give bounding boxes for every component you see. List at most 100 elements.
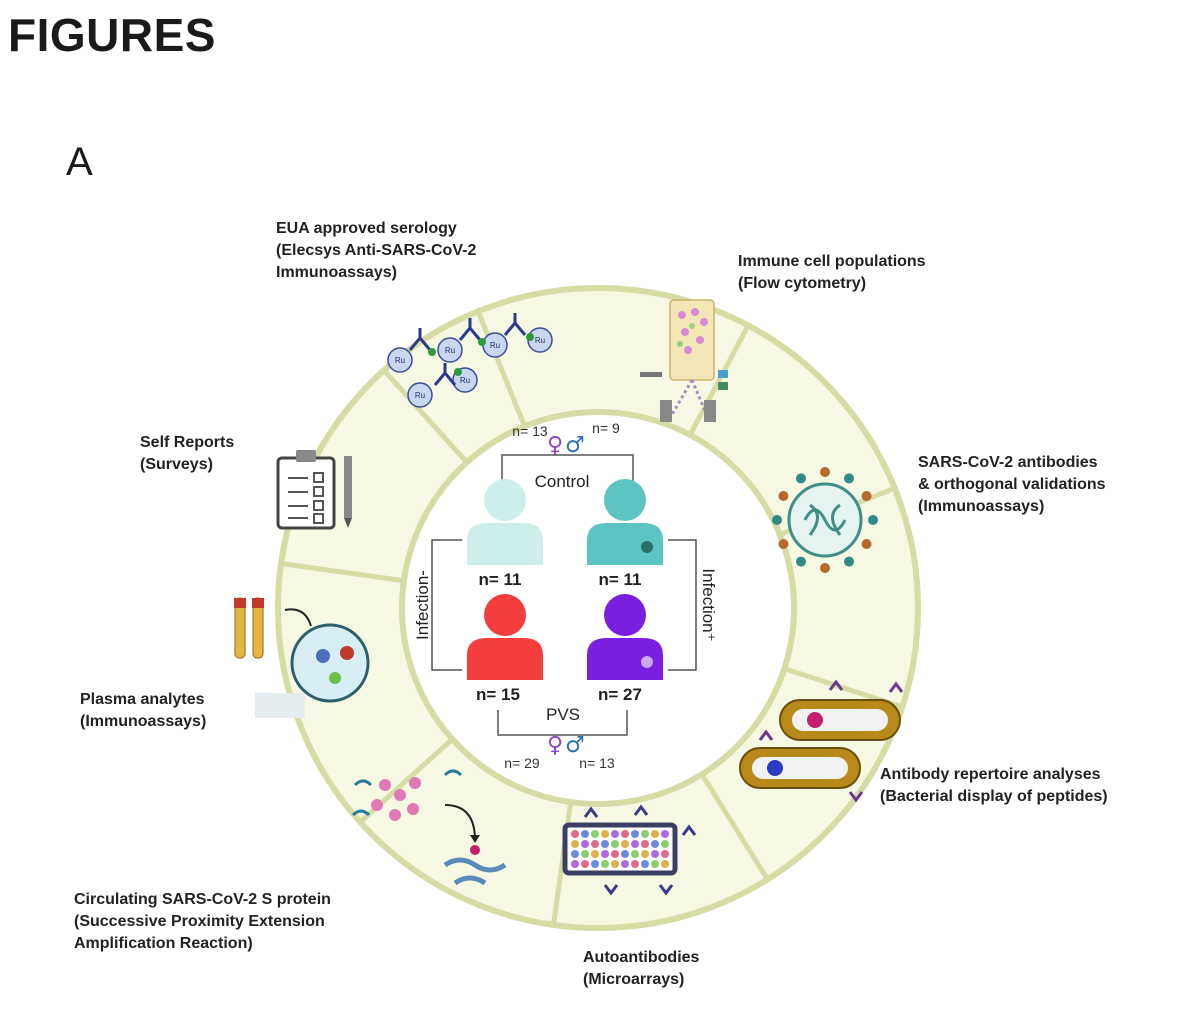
group-count-control-infected: n= 11 bbox=[598, 570, 641, 589]
pvs-label: PVS bbox=[546, 705, 580, 724]
array-spot bbox=[581, 860, 589, 868]
ru-label: Ru bbox=[445, 346, 455, 355]
array-spot bbox=[631, 860, 639, 868]
label-flow-cytometry: Immune cell populations (Flow cytometry) bbox=[738, 251, 926, 295]
label-line: Amplification Reaction) bbox=[74, 935, 253, 952]
array-spot bbox=[611, 840, 619, 848]
person-icon-pvs-uninfected bbox=[467, 594, 543, 680]
label-line: (Immunoassays) bbox=[80, 713, 207, 730]
virus-spike bbox=[868, 515, 878, 525]
array-spot bbox=[601, 840, 609, 848]
virus-spike bbox=[844, 473, 854, 484]
male-symbol-icon: ♂ bbox=[565, 433, 585, 458]
array-spot bbox=[631, 830, 639, 838]
array-spot bbox=[631, 840, 639, 848]
control-male-count: n= 9 bbox=[592, 420, 620, 436]
array-spot bbox=[631, 850, 639, 858]
ring-divider bbox=[475, 310, 527, 428]
array-spot bbox=[661, 860, 669, 868]
label-line: (Elecsys Anti-SARS-CoV-2 bbox=[276, 242, 477, 259]
female-symbol-icon: ♀ bbox=[547, 733, 563, 758]
virus-spike bbox=[796, 473, 806, 484]
array-spot bbox=[591, 840, 599, 848]
group-count-pvs-uninfected: n= 15 bbox=[476, 685, 520, 704]
array-spot bbox=[651, 840, 659, 848]
array-spot bbox=[651, 830, 659, 838]
label-spike-protein: Circulating SARS-CoV-2 S protein(Success… bbox=[74, 889, 331, 955]
array-spot bbox=[611, 850, 619, 858]
infection-neg-bracket bbox=[431, 539, 462, 671]
panel-letter: A bbox=[66, 140, 93, 184]
control-label: Control bbox=[535, 472, 590, 491]
flow-cytometry-icon bbox=[640, 299, 728, 422]
virus-spike bbox=[861, 491, 872, 501]
male-symbol-icon: ♂ bbox=[565, 733, 585, 758]
array-spot bbox=[641, 860, 649, 868]
ring bbox=[275, 285, 921, 931]
virus-badge-icon bbox=[641, 656, 653, 668]
virus-badge-icon bbox=[641, 541, 653, 553]
pvs-bracket bbox=[497, 710, 628, 736]
label-serology: EUA approved serology (Elecsys Anti-SARS… bbox=[276, 218, 476, 284]
array-spot bbox=[621, 850, 629, 858]
virus-spike bbox=[778, 539, 789, 549]
group-count-pvs-infected: n= 27 bbox=[598, 685, 642, 704]
label-line: & orthogonal validations bbox=[918, 476, 1106, 493]
array-spot bbox=[581, 850, 589, 858]
figure-heading: FIGURES bbox=[8, 9, 216, 61]
array-spot bbox=[611, 830, 619, 838]
label-self-reports: Self Reports (Surveys) bbox=[140, 432, 234, 476]
array-spot bbox=[641, 840, 649, 848]
array-spot bbox=[581, 840, 589, 848]
ring-divider bbox=[382, 368, 469, 465]
infection-pos-bracket bbox=[668, 539, 697, 671]
label-line: Antibody repertoire analyses bbox=[880, 766, 1101, 783]
array-spot bbox=[641, 850, 649, 858]
array-spot bbox=[611, 860, 619, 868]
array-spot bbox=[571, 850, 579, 858]
array-spot bbox=[651, 850, 659, 858]
label-line: (Surveys) bbox=[140, 456, 213, 473]
pvs-female-count: n= 29 bbox=[504, 755, 540, 771]
label-line: (Flow cytometry) bbox=[738, 275, 867, 292]
label-line: Immune cell populations bbox=[738, 253, 926, 270]
virus-spike bbox=[820, 563, 830, 573]
label-autoantibodies: Autoantibodies (Microarrays) bbox=[583, 947, 699, 991]
label-line: Autoantibodies bbox=[583, 949, 700, 966]
array-spot bbox=[571, 830, 579, 838]
female-symbol-icon: ♀ bbox=[547, 433, 563, 458]
ru-label: Ru bbox=[460, 376, 470, 385]
infection-pos-label: Infection⁺ bbox=[699, 568, 718, 641]
label-line: Self Reports bbox=[140, 434, 235, 451]
ru-label: Ru bbox=[535, 336, 545, 345]
clipboard-icon bbox=[276, 450, 352, 530]
label-line: Plasma analytes bbox=[80, 691, 205, 708]
label-line: (Microarrays) bbox=[583, 971, 685, 988]
array-spot bbox=[581, 830, 589, 838]
serology-icon: Ru Ru Ru Ru Ru Ru bbox=[387, 313, 553, 408]
control-female-count: n= 13 bbox=[512, 423, 548, 439]
array-spot bbox=[621, 830, 629, 838]
microarray-icon bbox=[562, 804, 697, 896]
array-spot bbox=[601, 850, 609, 858]
label-line: (Bacterial display of peptides) bbox=[880, 788, 1108, 805]
ring-divider bbox=[550, 801, 574, 926]
label-line: EUA approved serology bbox=[276, 220, 457, 237]
label-antibody-repertoire: Antibody repertoire analyses (Bacterial d… bbox=[880, 764, 1108, 808]
array-spot bbox=[621, 840, 629, 848]
label-line: SARS-CoV-2 antibodies bbox=[918, 454, 1098, 471]
ru-label: Ru bbox=[395, 356, 405, 365]
array-spot bbox=[571, 860, 579, 868]
label-line: (Successive Proximity Extension bbox=[74, 913, 325, 930]
array-spot bbox=[601, 860, 609, 868]
bacteria-icon bbox=[739, 679, 904, 803]
plasma-tubes-icon bbox=[234, 597, 370, 718]
array-spot bbox=[661, 850, 669, 858]
array-spot bbox=[591, 850, 599, 858]
spike-protein-icon bbox=[351, 769, 507, 886]
ru-label: Ru bbox=[415, 391, 425, 400]
ring-divider bbox=[280, 560, 405, 584]
control-bracket bbox=[501, 454, 634, 485]
